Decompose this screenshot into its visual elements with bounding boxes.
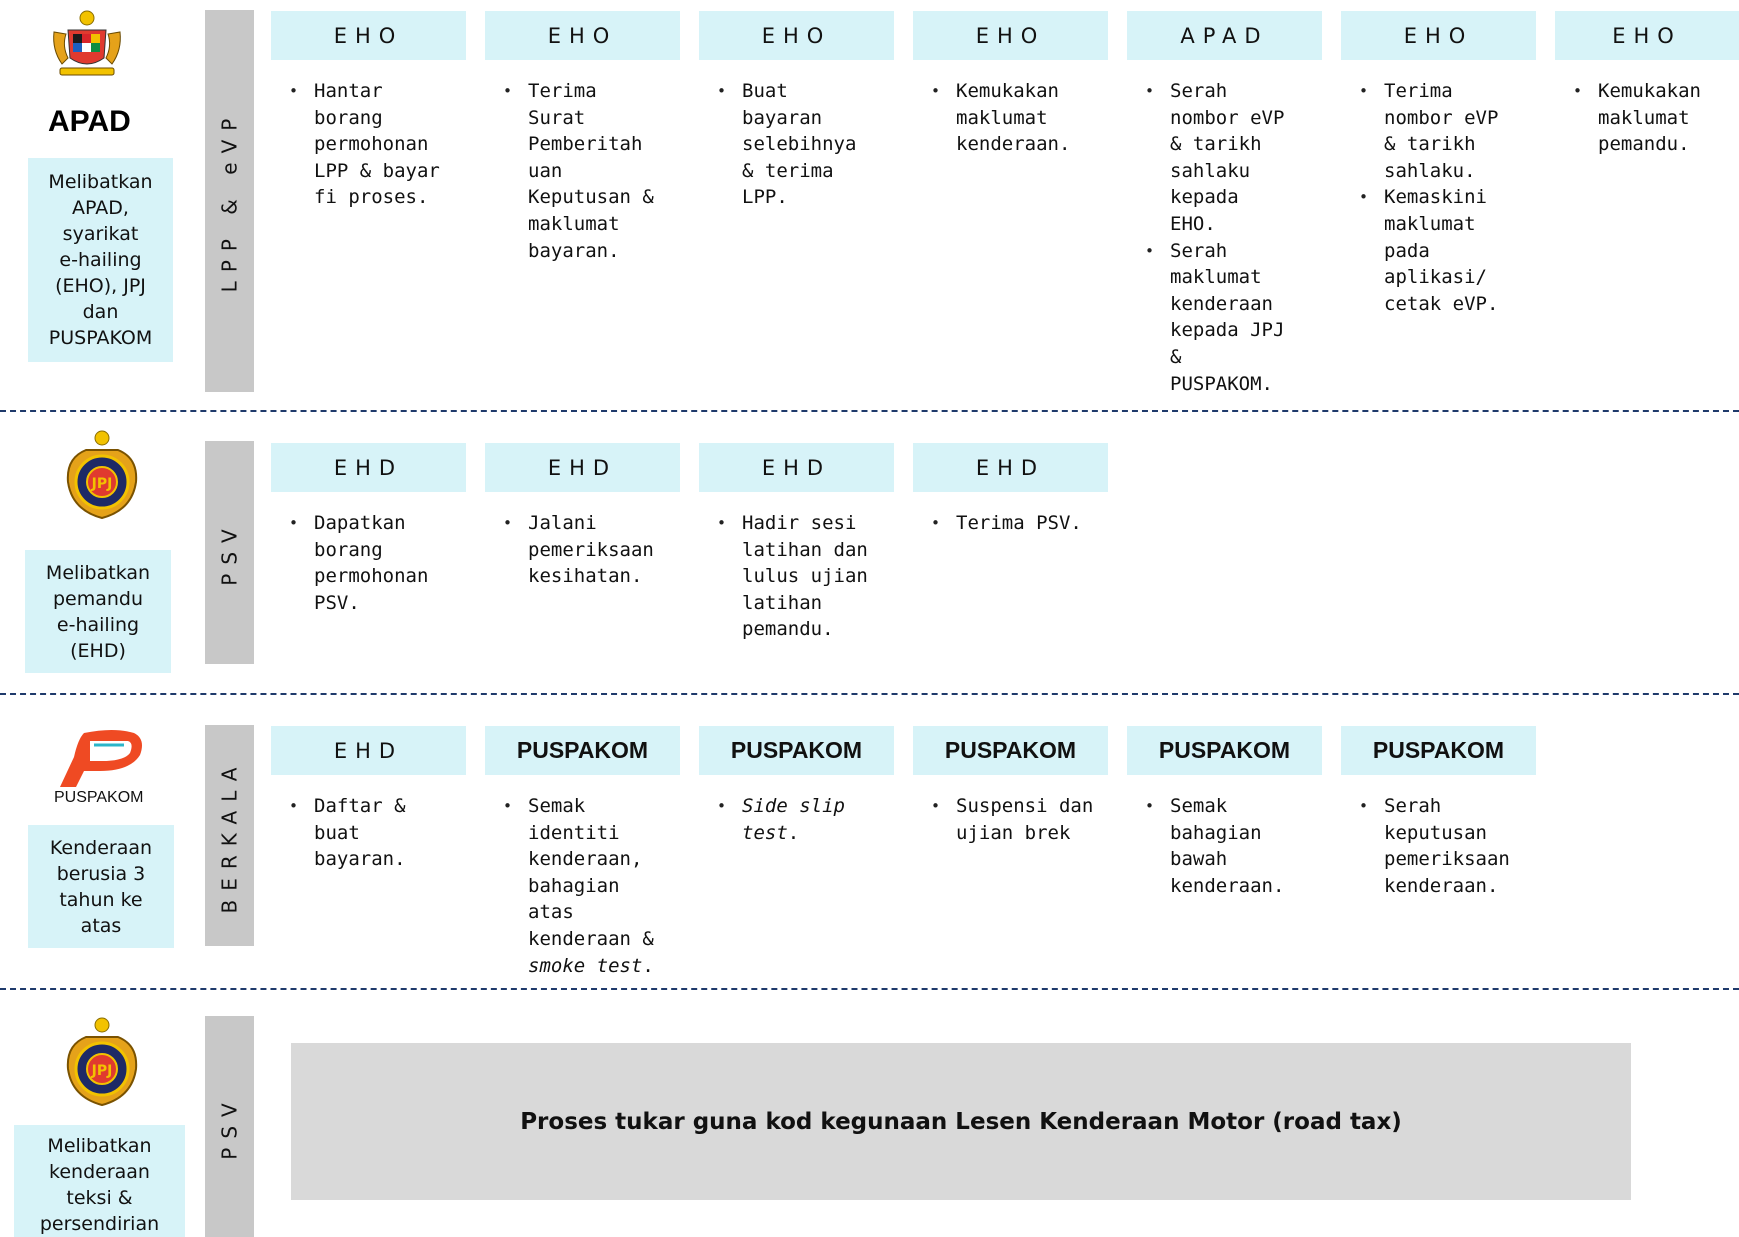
step-list: Kemukakan maklumat kenderaan.	[917, 78, 1117, 158]
step-header: PUSPAKOM	[1127, 726, 1322, 775]
step-item: Dapatkan borang permohonan PSV.	[275, 510, 475, 616]
step-header: EHD	[485, 443, 680, 492]
step-list: Serah nombor eVP & tarikh sahlaku kepada…	[1131, 78, 1331, 397]
step-list: Buat bayaran selebihnya & terima LPP.	[703, 78, 903, 211]
step-list: Kemukakan maklumat pemandu.	[1559, 78, 1739, 158]
step-header: EHD	[699, 443, 894, 492]
step-body: Terima Surat Pemberitah uan Keputusan & …	[489, 78, 689, 264]
step-list: Serah keputusan pemeriksaan kenderaan.	[1345, 793, 1545, 899]
category-bar: LPP & eVP	[205, 10, 254, 392]
row-description: Melibatkan APAD, syarikat e-hailing (EHO…	[28, 158, 173, 362]
step-header: EHO	[271, 11, 466, 60]
step-item: Side slip test.	[703, 793, 903, 846]
jpj-emblem-icon: JPJ	[66, 430, 138, 520]
svg-text:JPJ: JPJ	[91, 1063, 113, 1079]
malaysia-coat-of-arms-icon	[53, 10, 121, 76]
step-item: Terima PSV.	[917, 510, 1117, 537]
row-separator	[0, 410, 1739, 412]
step-list: Daftar & buat bayaran.	[275, 793, 475, 873]
step-body: Buat bayaran selebihnya & terima LPP.	[703, 78, 903, 211]
step-body: Kemukakan maklumat kenderaan.	[917, 78, 1117, 158]
svg-text:JPJ: JPJ	[91, 476, 113, 492]
step-item: Terima Surat Pemberitah uan Keputusan & …	[489, 78, 689, 264]
step-body: Kemukakan maklumat pemandu.	[1559, 78, 1739, 158]
row-description: Melibatkan kenderaan teksi & persendiria…	[14, 1125, 185, 1237]
step-list: Terima Surat Pemberitah uan Keputusan & …	[489, 78, 689, 264]
step-body: Dapatkan borang permohonan PSV.	[275, 510, 475, 616]
step-header: EHD	[913, 443, 1108, 492]
step-item: Hadir sesi latihan dan lulus ujian latih…	[703, 510, 903, 643]
step-item: Kemukakan maklumat pemandu.	[1559, 78, 1739, 158]
step-item: Terima nombor eVP & tarikh sahlaku.	[1345, 78, 1545, 184]
step-list: Hadir sesi latihan dan lulus ujian latih…	[703, 510, 903, 643]
step-header: EHO	[1341, 11, 1536, 60]
step-body: Side slip test.	[703, 793, 903, 846]
step-body: Daftar & buat bayaran.	[275, 793, 475, 873]
step-list: Side slip test.	[703, 793, 903, 846]
step-item: Serah maklumat kenderaan kepada JPJ & PU…	[1131, 238, 1331, 398]
step-list: Dapatkan borang permohonan PSV.	[275, 510, 475, 616]
step-header: PUSPAKOM	[485, 726, 680, 775]
row-description: Melibatkan pemandu e-hailing (EHD)	[25, 550, 171, 673]
puspakom-logo-label: PUSPAKOM	[54, 789, 144, 806]
step-body: Serah nombor eVP & tarikh sahlaku kepada…	[1131, 78, 1331, 397]
category-bar: PSV	[205, 441, 254, 664]
row-separator	[0, 693, 1739, 695]
step-header: EHO	[699, 11, 894, 60]
category-bar: PSV	[205, 1016, 254, 1237]
step-item: Hantar borang permohonan LPP & bayar fi …	[275, 78, 475, 211]
category-bar: BERKALA	[205, 725, 254, 946]
step-header: EHO	[485, 11, 680, 60]
step-body: Terima PSV.	[917, 510, 1117, 537]
step-body: Terima nombor eVP & tarikh sahlaku.Kemas…	[1345, 78, 1545, 317]
step-body: Hadir sesi latihan dan lulus ujian latih…	[703, 510, 903, 643]
step-header: PUSPAKOM	[913, 726, 1108, 775]
step-list: Suspensi dan ujian brek	[917, 793, 1117, 846]
step-item: Kemaskini maklumat pada aplikasi/ cetak …	[1345, 184, 1545, 317]
step-list: Jalani pemeriksaan kesihatan.	[489, 510, 689, 590]
step-item: Semak identiti kenderaan, bahagian atas …	[489, 793, 689, 979]
step-list: Semak bahagian bawah kenderaan.	[1131, 793, 1331, 899]
step-header: EHD	[271, 443, 466, 492]
step-header: EHD	[271, 726, 466, 775]
step-body: Serah keputusan pemeriksaan kenderaan.	[1345, 793, 1545, 899]
step-item: Semak bahagian bawah kenderaan.	[1131, 793, 1331, 899]
step-body: Hantar borang permohonan LPP & bayar fi …	[275, 78, 475, 211]
step-body: Semak bahagian bawah kenderaan.	[1131, 793, 1331, 899]
step-header: EHO	[1555, 11, 1739, 60]
step-item: Daftar & buat bayaran.	[275, 793, 475, 873]
step-header: APAD	[1127, 11, 1322, 60]
step-item: Kemukakan maklumat kenderaan.	[917, 78, 1117, 158]
step-body: Suspensi dan ujian brek	[917, 793, 1117, 846]
step-item-italic: Side slip test	[742, 795, 845, 844]
puspakom-logo-icon	[60, 730, 142, 787]
step-header: PUSPAKOM	[1341, 726, 1536, 775]
row-separator	[0, 988, 1739, 990]
step-header: EHO	[913, 11, 1108, 60]
step-list: Semak identiti kenderaan, bahagian atas …	[489, 793, 689, 979]
step-item: Serah nombor eVP & tarikh sahlaku kepada…	[1131, 78, 1331, 238]
row-description: Kenderaan berusia 3 tahun ke atas	[28, 825, 174, 948]
step-list: Hantar borang permohonan LPP & bayar fi …	[275, 78, 475, 211]
step-list: Terima nombor eVP & tarikh sahlaku.Kemas…	[1345, 78, 1545, 317]
step-item-italic: smoke test	[528, 954, 643, 977]
jpj-emblem-icon: JPJ	[66, 1017, 138, 1107]
step-item: Suspensi dan ujian brek	[917, 793, 1117, 846]
apad-logo-label: APAD	[48, 105, 131, 138]
step-body: Jalani pemeriksaan kesihatan.	[489, 510, 689, 590]
step-header: PUSPAKOM	[699, 726, 894, 775]
step-list: Terima PSV.	[917, 510, 1117, 537]
step-item: Buat bayaran selebihnya & terima LPP.	[703, 78, 903, 211]
step-body: Semak identiti kenderaan, bahagian atas …	[489, 793, 689, 979]
process-box: Proses tukar guna kod kegunaan Lesen Ken…	[291, 1043, 1631, 1200]
step-item: Jalani pemeriksaan kesihatan.	[489, 510, 689, 590]
step-item: Serah keputusan pemeriksaan kenderaan.	[1345, 793, 1545, 899]
